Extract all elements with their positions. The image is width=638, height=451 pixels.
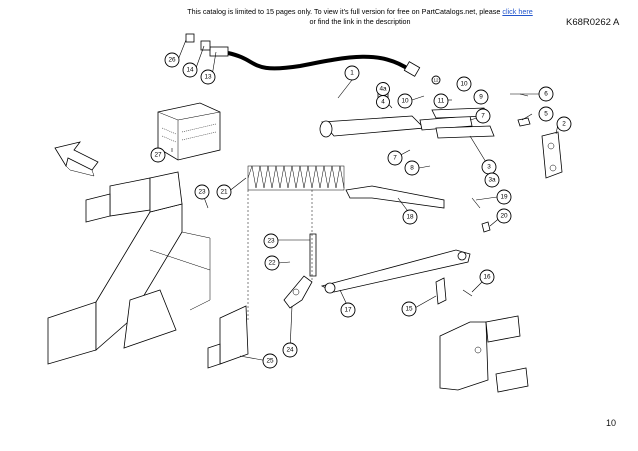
svg-text:16: 16	[483, 274, 491, 281]
svg-text:3: 3	[487, 164, 491, 171]
callout-4a: 4a	[376, 82, 390, 96]
svg-text:25: 25	[266, 358, 274, 365]
callout-9: 9	[473, 89, 489, 105]
notice-line-2: or find the link in the description	[309, 17, 411, 26]
limited-catalog-notice: This catalog is limited to 15 pages only…	[150, 7, 570, 27]
callout-19: 19	[496, 189, 512, 205]
callout-25: 25	[262, 353, 278, 369]
hydraulic-cylinder	[319, 85, 495, 139]
hydraulic-hose	[185, 33, 421, 77]
svg-text:24: 24	[286, 347, 294, 354]
small-hardware	[207, 197, 491, 369]
callout-12: 12	[431, 75, 441, 85]
svg-text:4: 4	[381, 99, 385, 106]
callout-14: 14	[182, 62, 198, 78]
callout-11: 11	[433, 93, 449, 109]
callout-2: 2	[556, 116, 572, 132]
main-frame-structure	[47, 171, 211, 365]
svg-text:2: 2	[562, 121, 566, 128]
callout-5: 5	[538, 106, 554, 122]
svg-text:4a: 4a	[379, 86, 387, 93]
callout-10-upper: 10	[456, 76, 472, 92]
svg-text:23: 23	[267, 238, 275, 245]
callout-4: 4	[376, 95, 390, 109]
callout-24: 24	[282, 342, 298, 358]
callout-20: 20	[496, 208, 512, 224]
callout-8: 8	[404, 160, 420, 176]
callout-6: 6	[538, 86, 554, 102]
svg-text:9: 9	[479, 94, 483, 101]
callout-16: 16	[479, 269, 495, 285]
callout-23-upper: 23	[194, 184, 210, 200]
svg-text:7: 7	[393, 155, 397, 162]
direction-arrow-icon	[54, 141, 99, 177]
svg-text:10: 10	[401, 98, 409, 105]
click-here-link[interactable]: click here	[502, 7, 533, 16]
tension-spring	[247, 165, 345, 191]
callout-1: 1	[344, 65, 360, 81]
svg-text:20: 20	[500, 213, 508, 220]
svg-text:22: 22	[268, 260, 276, 267]
svg-text:8: 8	[410, 165, 414, 172]
notice-line-1: This catalog is limited to 15 pages only…	[187, 7, 501, 16]
callout-23-lower: 23	[263, 233, 279, 249]
callout-3: 3	[481, 159, 497, 175]
svg-text:18: 18	[406, 214, 414, 221]
callout-7-lower: 7	[387, 150, 403, 166]
manual-box	[157, 102, 221, 161]
callout-15: 15	[401, 301, 417, 317]
callout-22: 22	[264, 255, 280, 271]
svg-text:6: 6	[544, 91, 548, 98]
mounting-bracket	[510, 93, 563, 179]
svg-text:5: 5	[544, 111, 548, 118]
lever-arm	[345, 185, 445, 209]
svg-text:12: 12	[433, 78, 439, 83]
svg-text:3a: 3a	[488, 177, 496, 184]
svg-text:23: 23	[198, 189, 206, 196]
callout-17: 17	[340, 302, 356, 318]
svg-text:26: 26	[168, 57, 176, 64]
svg-text:13: 13	[204, 74, 212, 81]
svg-text:21: 21	[220, 189, 228, 196]
svg-text:27: 27	[154, 152, 162, 159]
right-side-mount	[439, 315, 529, 393]
callout-10-lower: 10	[397, 93, 413, 109]
callout-13: 13	[200, 69, 216, 85]
svg-text:17: 17	[344, 307, 352, 314]
svg-text:11: 11	[438, 98, 445, 105]
svg-text:19: 19	[500, 194, 508, 201]
callout-18: 18	[402, 209, 418, 225]
svg-text:10: 10	[460, 81, 468, 88]
svg-text:15: 15	[405, 306, 413, 313]
svg-text:7: 7	[481, 113, 485, 120]
callout-27: 27	[150, 147, 166, 163]
svg-text:14: 14	[186, 67, 194, 74]
callout-21: 21	[216, 184, 232, 200]
svg-text:1: 1	[350, 70, 354, 77]
long-link-bar	[320, 249, 471, 294]
callout-3a: 3a	[484, 172, 500, 188]
document-id: K68R0262 A	[566, 17, 620, 28]
callout-26: 26	[164, 52, 180, 68]
callout-7-upper: 7	[475, 108, 491, 124]
page-number: 10	[606, 418, 617, 428]
